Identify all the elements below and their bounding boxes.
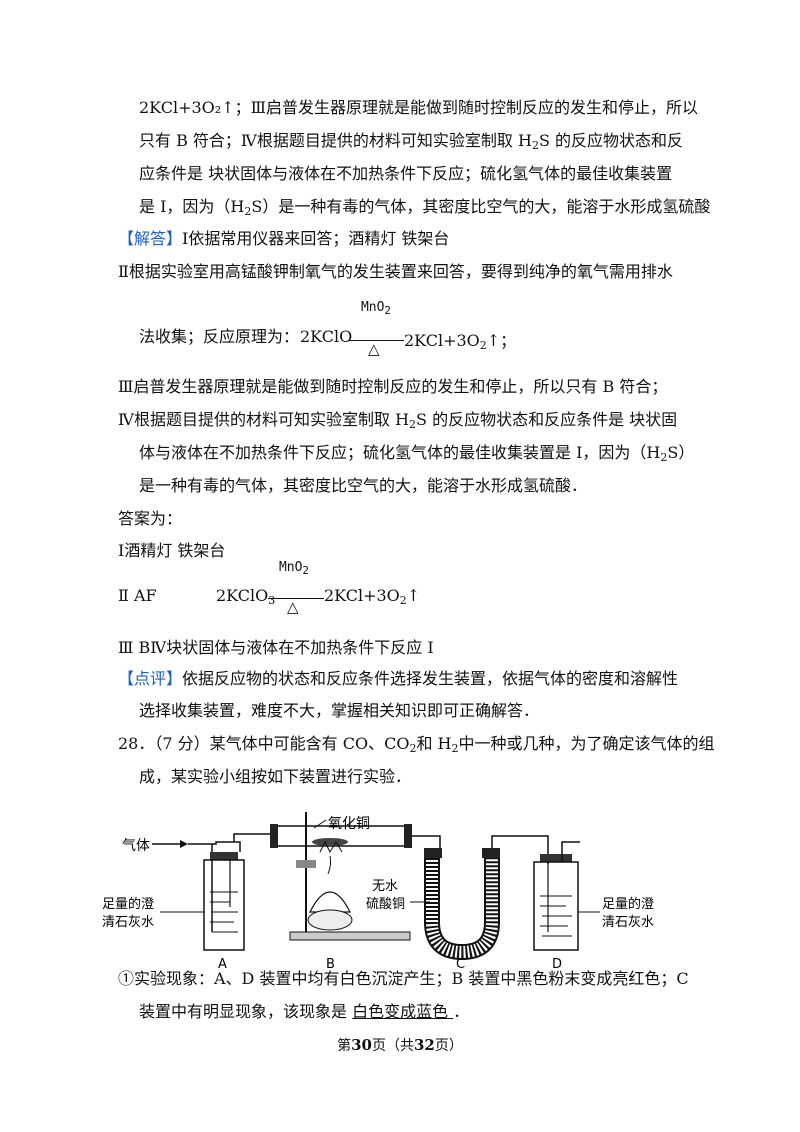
u-tube-c: [424, 848, 500, 961]
text-line: 是 I，因为（H2S）是一种有毒的气体，其密度比空气的大，能溶于水形成氢硫酸: [139, 197, 711, 218]
svg-text:清石灰水: 清石灰水: [102, 915, 154, 930]
bottle-d: [533, 841, 580, 951]
svg-text:无水: 无水: [372, 879, 398, 894]
text-line: 是一种有毒的气体，其密度比空气的大，能溶于水形成氢硫酸．: [139, 476, 588, 495]
text-line: 2KCl+3O₂↑；Ⅲ启普发生器原理就是能做到随时控制反应的发生和停止，所以: [139, 98, 699, 117]
text-line: 体与液体在不加热条件下反应；硫化氢气体的最佳收集装置是 I，因为（H2S）: [139, 443, 695, 464]
page-total: 32: [414, 1036, 435, 1054]
label-a: A: [218, 957, 227, 972]
copper-oxide-label: 氧化铜: [328, 816, 370, 832]
text-line: ①实验现象：A、D 装置中均有白色沉淀产生；B 装置中黑色粉末变成亮红色；C: [118, 969, 689, 988]
text-line: 应条件是 块状固体与液体在不加热条件下反应；硫化氢气体的最佳收集装置: [139, 164, 673, 183]
text-line: Ⅰ酒精灯 铁架台: [118, 541, 226, 560]
equation-kclo-decomposition: 2KClO MnO2 △ 2KCl+3O2↑；: [300, 300, 517, 358]
catalyst-label: MnO2: [360, 300, 392, 317]
text-line: Ⅱ AF: [118, 586, 157, 605]
text-line: Ⅳ根据题目提供的材料可知实验室制取 H2S 的反应物状态和反应条件是 块状固: [118, 410, 678, 431]
text-line: 成，某实验小组按如下装置进行实验．: [139, 767, 412, 786]
text-line: 答案为：: [118, 509, 183, 528]
text-line: 只有 B 符合；Ⅳ根据题目提供的材料可知实验室制取 H2S 的反应物状态和反: [139, 131, 684, 152]
text-line: 选择收集装置，难度不大，掌握相关知识即可正确解答．: [139, 701, 540, 720]
svg-text:清石灰水: 清石灰水: [602, 915, 654, 930]
label-d: D: [552, 957, 562, 972]
equation-kclo3-decomposition: 2KClO3 MnO2 △ 2KCl+3O2↑: [216, 560, 421, 616]
svg-text:足量的澄: 足量的澄: [102, 896, 154, 912]
jieda-tag: 【解答】: [118, 229, 183, 248]
bottle-a: [188, 841, 245, 951]
answer-heading: 【解答】Ⅰ依据常用仪器来回答；酒精灯 铁架台: [118, 229, 450, 248]
svg-text:硫酸铜: 硫酸铜: [366, 897, 405, 912]
page-number: 30: [351, 1036, 372, 1054]
tube-b: [270, 812, 412, 941]
apparatus-diagram: 气体 足量的澄 清石灰水 氧化铜 无水 硫酸铜: [102, 812, 654, 972]
page-footer: 第30页（共32页）: [337, 1036, 463, 1054]
text-line: Ⅱ根据实验室用高锰酸钾制氧气的发生装置来回答，要得到纯净的氧气需用排水: [118, 262, 673, 281]
svg-text:足量的澄: 足量的澄: [602, 896, 654, 912]
comment-heading: 【点评】依据反应物的状态和反应条件选择发生装置，依据气体的密度和溶解性: [118, 669, 679, 688]
text-line: Ⅲ BⅣ块状固体与液体在不加热条件下反应 Ⅰ: [118, 638, 434, 657]
catalyst-label: MnO2: [278, 560, 310, 577]
text-line: 装置中有明显现象，该现象是 白色变成蓝色 ．: [139, 1002, 470, 1021]
label-b: B: [326, 957, 335, 972]
question-title: 28．（7 分）某气体中可能含有 CO、CO2和 H2中一种或几种，为了确定该气…: [118, 734, 715, 755]
label-c: C: [456, 957, 465, 972]
text-line: Ⅲ启普发生器原理就是能做到随时控制反应的发生和停止，所以只有 B 符合；: [118, 377, 668, 396]
text-line: 法收集；反应原理为：: [139, 327, 300, 346]
gas-label: 气体: [122, 838, 150, 854]
answer-fill-blank: 白色变成蓝色: [352, 1002, 454, 1021]
dianping-tag: 【点评】: [118, 669, 183, 688]
